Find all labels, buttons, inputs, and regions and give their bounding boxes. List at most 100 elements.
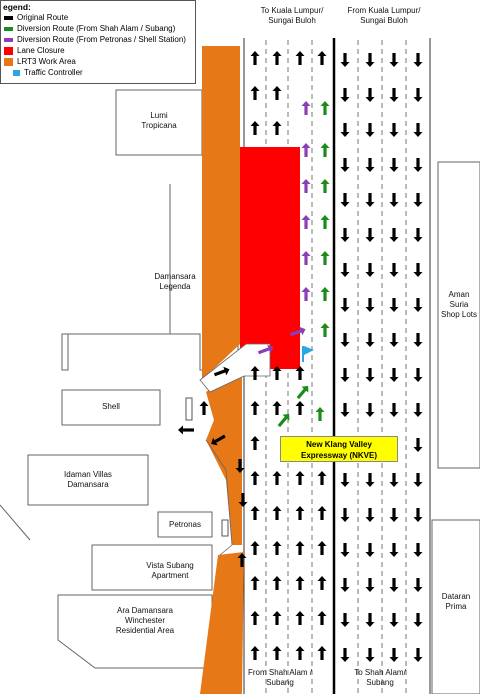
legend-label: Traffic Controller bbox=[24, 68, 83, 77]
route-arrow bbox=[365, 263, 375, 277]
route-arrow bbox=[365, 543, 375, 557]
route-arrow bbox=[413, 228, 423, 242]
legend-label: Original Route bbox=[17, 13, 69, 22]
route-arrow bbox=[389, 403, 399, 417]
route-arrow bbox=[389, 53, 399, 67]
route-arrow bbox=[365, 53, 375, 67]
route-arrow bbox=[365, 123, 375, 137]
route-arrow bbox=[250, 541, 260, 555]
ara-damansara-building bbox=[57, 594, 213, 669]
route-arrow bbox=[295, 401, 305, 415]
route-arrow bbox=[365, 368, 375, 382]
route-arrow bbox=[250, 366, 260, 380]
route-arrow bbox=[340, 403, 350, 417]
route-arrow bbox=[178, 425, 194, 435]
route-arrow bbox=[272, 121, 282, 135]
route-arrow bbox=[340, 333, 350, 347]
diversion-arrow-green bbox=[315, 407, 325, 421]
legend-swatch bbox=[4, 15, 13, 20]
route-arrow bbox=[413, 368, 423, 382]
route-arrow bbox=[365, 473, 375, 487]
petronas-building bbox=[157, 511, 213, 538]
route-arrow bbox=[340, 648, 350, 662]
route-arrow bbox=[238, 493, 248, 507]
route-arrow bbox=[389, 298, 399, 312]
route-arrow bbox=[389, 123, 399, 137]
route-arrow bbox=[340, 578, 350, 592]
traffic-controller-icon bbox=[302, 346, 314, 362]
diversion-arrow-purple bbox=[301, 251, 311, 265]
route-arrow bbox=[340, 508, 350, 522]
legend-item: Lane Closure bbox=[3, 45, 193, 56]
traffic-arrows bbox=[178, 51, 423, 662]
route-arrow bbox=[250, 471, 260, 485]
route-arrow bbox=[365, 613, 375, 627]
legend-swatch bbox=[4, 37, 13, 42]
route-arrow bbox=[365, 333, 375, 347]
diversion-arrow-green bbox=[277, 413, 290, 428]
label-to-kl: To Kuala Lumpur/Sungai Buloh bbox=[260, 6, 324, 25]
route-arrow bbox=[413, 158, 423, 172]
route-arrow bbox=[250, 121, 260, 135]
diversion-arrow-green bbox=[320, 323, 330, 337]
legend-title: egend: bbox=[3, 2, 31, 12]
diversion-arrow-purple bbox=[257, 344, 274, 355]
aman-suria-building bbox=[437, 161, 480, 469]
route-arrow bbox=[365, 298, 375, 312]
route-arrow bbox=[237, 553, 247, 567]
route-arrow bbox=[413, 543, 423, 557]
legend-swatch bbox=[13, 69, 20, 76]
route-arrow bbox=[317, 646, 327, 660]
diversion-arrow-green bbox=[320, 251, 330, 265]
route-arrow bbox=[365, 158, 375, 172]
route-arrow bbox=[389, 473, 399, 487]
route-arrow bbox=[365, 88, 375, 102]
diversion-arrow-green bbox=[296, 385, 309, 400]
route-arrow bbox=[250, 646, 260, 660]
route-arrow bbox=[317, 576, 327, 590]
route-arrow bbox=[211, 434, 226, 446]
route-arrow bbox=[340, 298, 350, 312]
diversion-arrow-purple bbox=[289, 326, 306, 337]
route-arrow bbox=[365, 193, 375, 207]
label-from-kl: From Kuala Lumpur/Sungai Buloh bbox=[347, 6, 421, 25]
legend-item: Diversion Route (From Shah Alam / Subang… bbox=[3, 23, 193, 34]
diversion-arrow-green bbox=[320, 287, 330, 301]
route-arrow bbox=[413, 123, 423, 137]
route-arrow bbox=[272, 366, 282, 380]
route-arrow bbox=[340, 158, 350, 172]
route-arrow bbox=[272, 401, 282, 415]
route-arrow bbox=[340, 613, 350, 627]
route-arrow bbox=[317, 471, 327, 485]
route-arrow bbox=[295, 646, 305, 660]
route-arrow bbox=[295, 366, 305, 380]
route-arrow bbox=[250, 506, 260, 520]
route-arrow bbox=[250, 401, 260, 415]
diversion-arrow-green bbox=[320, 143, 330, 157]
route-arrow bbox=[389, 613, 399, 627]
route-arrow bbox=[235, 459, 245, 473]
route-arrow bbox=[413, 578, 423, 592]
legend-item: LRT3 Work Area bbox=[3, 56, 193, 67]
route-arrow bbox=[340, 473, 350, 487]
diversion-arrow-green bbox=[320, 215, 330, 229]
route-arrow bbox=[250, 86, 260, 100]
route-arrow bbox=[340, 193, 350, 207]
route-arrow bbox=[389, 508, 399, 522]
route-arrow bbox=[272, 86, 282, 100]
lane-closure bbox=[240, 147, 300, 369]
route-arrow bbox=[365, 508, 375, 522]
route-arrow bbox=[199, 401, 209, 415]
route-arrow bbox=[413, 403, 423, 417]
route-arrow bbox=[250, 51, 260, 65]
route-arrow bbox=[413, 88, 423, 102]
route-arrow bbox=[295, 611, 305, 625]
route-arrow bbox=[413, 298, 423, 312]
